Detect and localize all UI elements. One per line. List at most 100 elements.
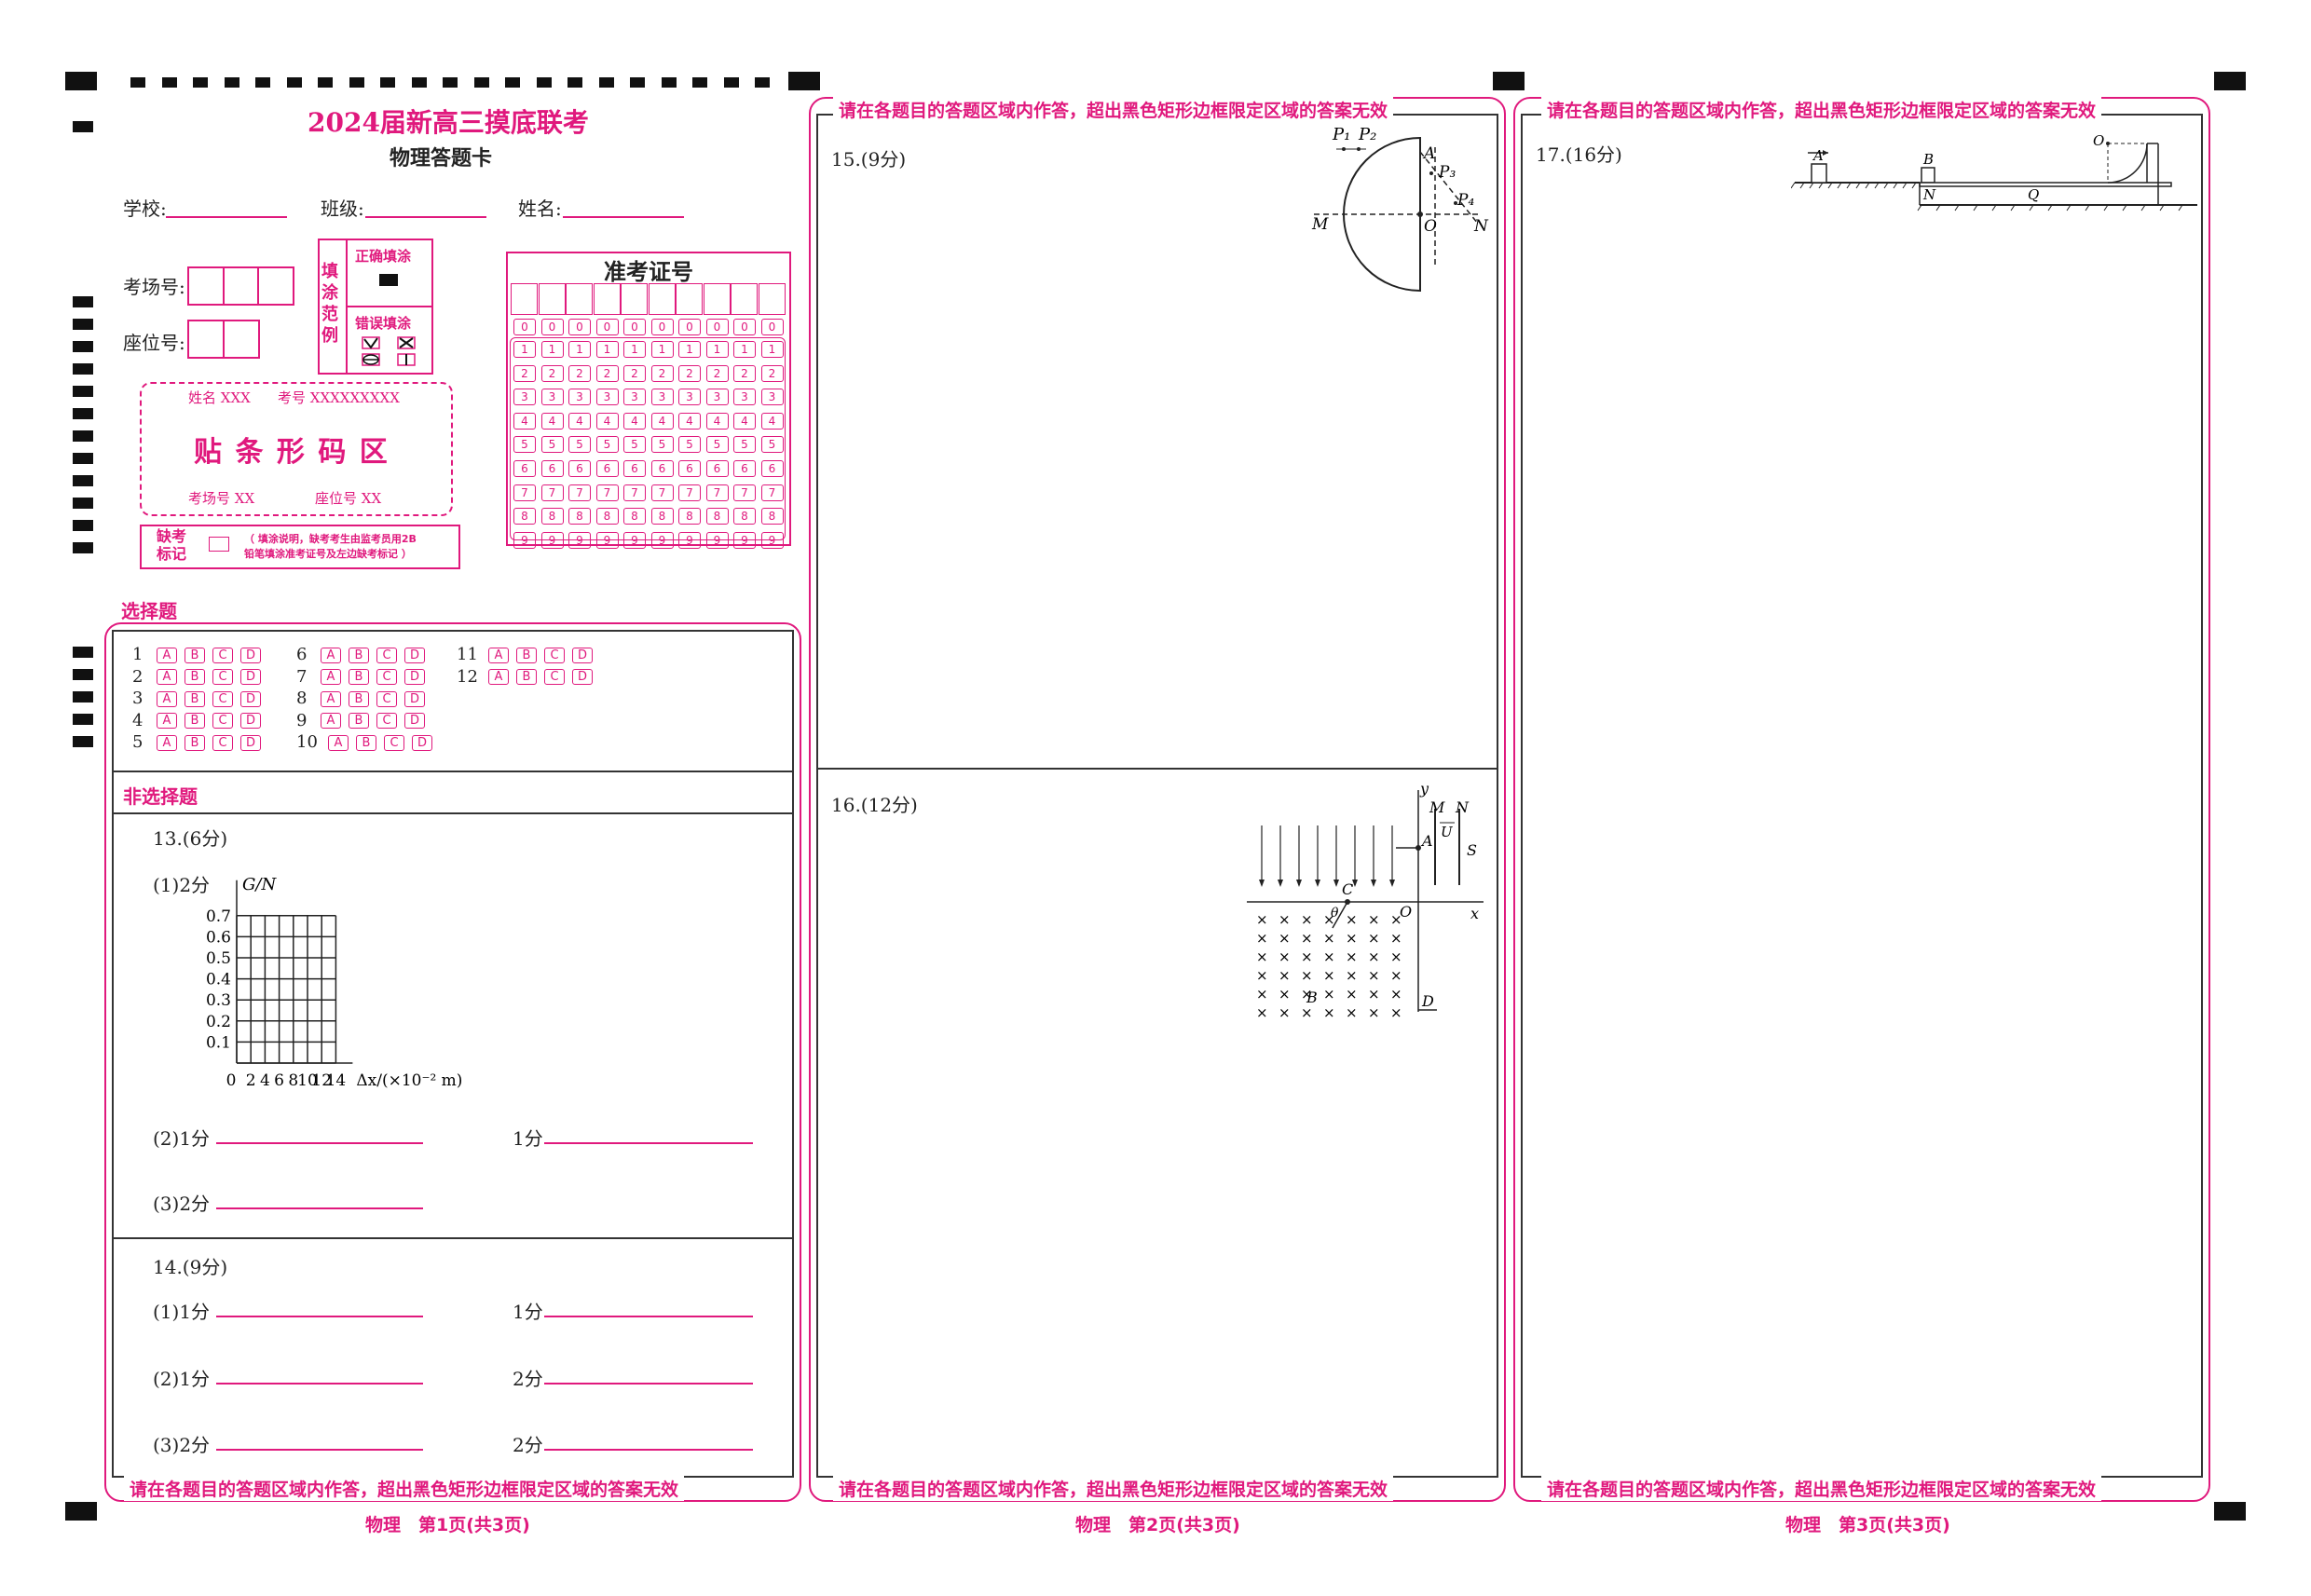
- exam-number-bubble[interactable]: 6: [595, 459, 619, 477]
- choice-option-bubble[interactable]: A: [328, 734, 349, 751]
- exam-number-bubble[interactable]: 0: [540, 319, 564, 335]
- exam-number-bubble[interactable]: 9: [540, 531, 564, 549]
- exam-number-bubble[interactable]: 7: [540, 484, 564, 501]
- exam-number-bubble[interactable]: 9: [513, 531, 536, 549]
- choice-option-bubble[interactable]: C: [544, 647, 565, 663]
- choice-option-bubble[interactable]: C: [212, 734, 233, 751]
- exam-number-bubble[interactable]: 4: [705, 412, 729, 430]
- q14-part3-blank-2[interactable]: [544, 1449, 753, 1451]
- exam-number-bubble[interactable]: 4: [678, 412, 701, 430]
- q14-part3-blank-1[interactable]: [216, 1449, 423, 1451]
- choice-option-bubble[interactable]: D: [404, 713, 425, 730]
- choice-option-bubble[interactable]: A: [321, 690, 341, 707]
- q13-part2-blank-2[interactable]: [544, 1142, 753, 1144]
- exam-number-bubble[interactable]: 4: [733, 412, 756, 430]
- exam-number-bubble[interactable]: 7: [705, 484, 729, 501]
- exam-number-bubble[interactable]: 3: [568, 389, 591, 406]
- q13-part2-blank-1[interactable]: [216, 1142, 423, 1144]
- exam-number-bubble[interactable]: 9: [623, 531, 646, 549]
- exam-number-bubble[interactable]: 8: [705, 508, 729, 525]
- choice-option-bubble[interactable]: C: [376, 690, 397, 707]
- exam-number-bubble[interactable]: 0: [595, 319, 619, 335]
- exam-number-bubble[interactable]: 1: [650, 341, 674, 358]
- exam-number-write-cell[interactable]: [538, 283, 566, 315]
- exam-number-bubble[interactable]: 3: [733, 389, 756, 406]
- choice-option-bubble[interactable]: D: [572, 669, 593, 686]
- exam-number-bubble[interactable]: 6: [623, 459, 646, 477]
- exam-number-bubble[interactable]: 6: [513, 459, 536, 477]
- exam-number-write-cell[interactable]: [593, 283, 621, 315]
- choice-option-bubble[interactable]: D: [240, 647, 261, 663]
- exam-number-bubble[interactable]: 2: [733, 364, 756, 382]
- choice-option-bubble[interactable]: B: [185, 647, 205, 663]
- exam-number-bubble[interactable]: 7: [650, 484, 674, 501]
- choice-option-bubble[interactable]: B: [185, 734, 205, 751]
- exam-number-bubble[interactable]: 2: [513, 364, 536, 382]
- exam-number-bubble[interactable]: 0: [623, 319, 646, 335]
- exam-number-bubble[interactable]: 8: [595, 508, 619, 525]
- absent-checkbox[interactable]: [209, 537, 229, 552]
- seat-boxes[interactable]: [187, 320, 260, 359]
- exam-number-write-cell[interactable]: [758, 283, 786, 315]
- choice-option-bubble[interactable]: C: [376, 647, 397, 663]
- exam-number-bubble[interactable]: 7: [678, 484, 701, 501]
- exam-number-bubble[interactable]: 6: [568, 459, 591, 477]
- choice-option-bubble[interactable]: B: [349, 713, 369, 730]
- exam-number-bubble[interactable]: 6: [760, 459, 784, 477]
- exam-number-bubble[interactable]: 1: [513, 341, 536, 358]
- choice-option-bubble[interactable]: C: [384, 734, 404, 751]
- exam-number-bubble[interactable]: 1: [540, 341, 564, 358]
- exam-number-bubble[interactable]: 0: [650, 319, 674, 335]
- exam-number-bubble[interactable]: 0: [568, 319, 591, 335]
- exam-number-bubble[interactable]: 8: [678, 508, 701, 525]
- exam-number-bubble[interactable]: 2: [540, 364, 564, 382]
- exam-number-write-cell[interactable]: [676, 283, 703, 315]
- choice-option-bubble[interactable]: D: [404, 690, 425, 707]
- exam-number-write-cell[interactable]: [703, 283, 731, 315]
- exam-number-bubble[interactable]: 5: [513, 436, 536, 454]
- exam-number-bubble[interactable]: 4: [650, 412, 674, 430]
- choice-option-bubble[interactable]: B: [349, 669, 369, 686]
- exam-number-write-cell[interactable]: [648, 283, 676, 315]
- choice-option-bubble[interactable]: D: [240, 669, 261, 686]
- choice-option-bubble[interactable]: B: [349, 690, 369, 707]
- choice-option-bubble[interactable]: A: [157, 647, 177, 663]
- exam-number-bubble[interactable]: 4: [595, 412, 619, 430]
- exam-number-bubble[interactable]: 2: [595, 364, 619, 382]
- q14-part2-blank-1[interactable]: [216, 1383, 423, 1385]
- choice-option-bubble[interactable]: B: [516, 647, 537, 663]
- exam-number-bubble[interactable]: 0: [733, 319, 756, 335]
- exam-number-bubble[interactable]: 2: [568, 364, 591, 382]
- exam-number-bubble[interactable]: 5: [760, 436, 784, 454]
- exam-number-bubble[interactable]: 3: [650, 389, 674, 406]
- choice-option-bubble[interactable]: D: [240, 690, 261, 707]
- exam-number-bubble[interactable]: 6: [733, 459, 756, 477]
- choice-option-bubble[interactable]: C: [212, 690, 233, 707]
- exam-number-bubble[interactable]: 7: [513, 484, 536, 501]
- choice-option-bubble[interactable]: C: [212, 647, 233, 663]
- exam-number-bubble[interactable]: 8: [760, 508, 784, 525]
- exam-number-bubble[interactable]: 9: [568, 531, 591, 549]
- exam-number-bubble[interactable]: 1: [760, 341, 784, 358]
- exam-number-bubble[interactable]: 4: [513, 412, 536, 430]
- exam-number-bubble[interactable]: 3: [623, 389, 646, 406]
- exam-number-bubble[interactable]: 8: [568, 508, 591, 525]
- exam-number-bubble[interactable]: 3: [513, 389, 536, 406]
- exam-number-bubble[interactable]: 3: [705, 389, 729, 406]
- exam-number-bubble[interactable]: 6: [540, 459, 564, 477]
- exam-number-bubble[interactable]: 2: [705, 364, 729, 382]
- exam-number-bubble[interactable]: 5: [595, 436, 619, 454]
- choice-option-bubble[interactable]: A: [321, 669, 341, 686]
